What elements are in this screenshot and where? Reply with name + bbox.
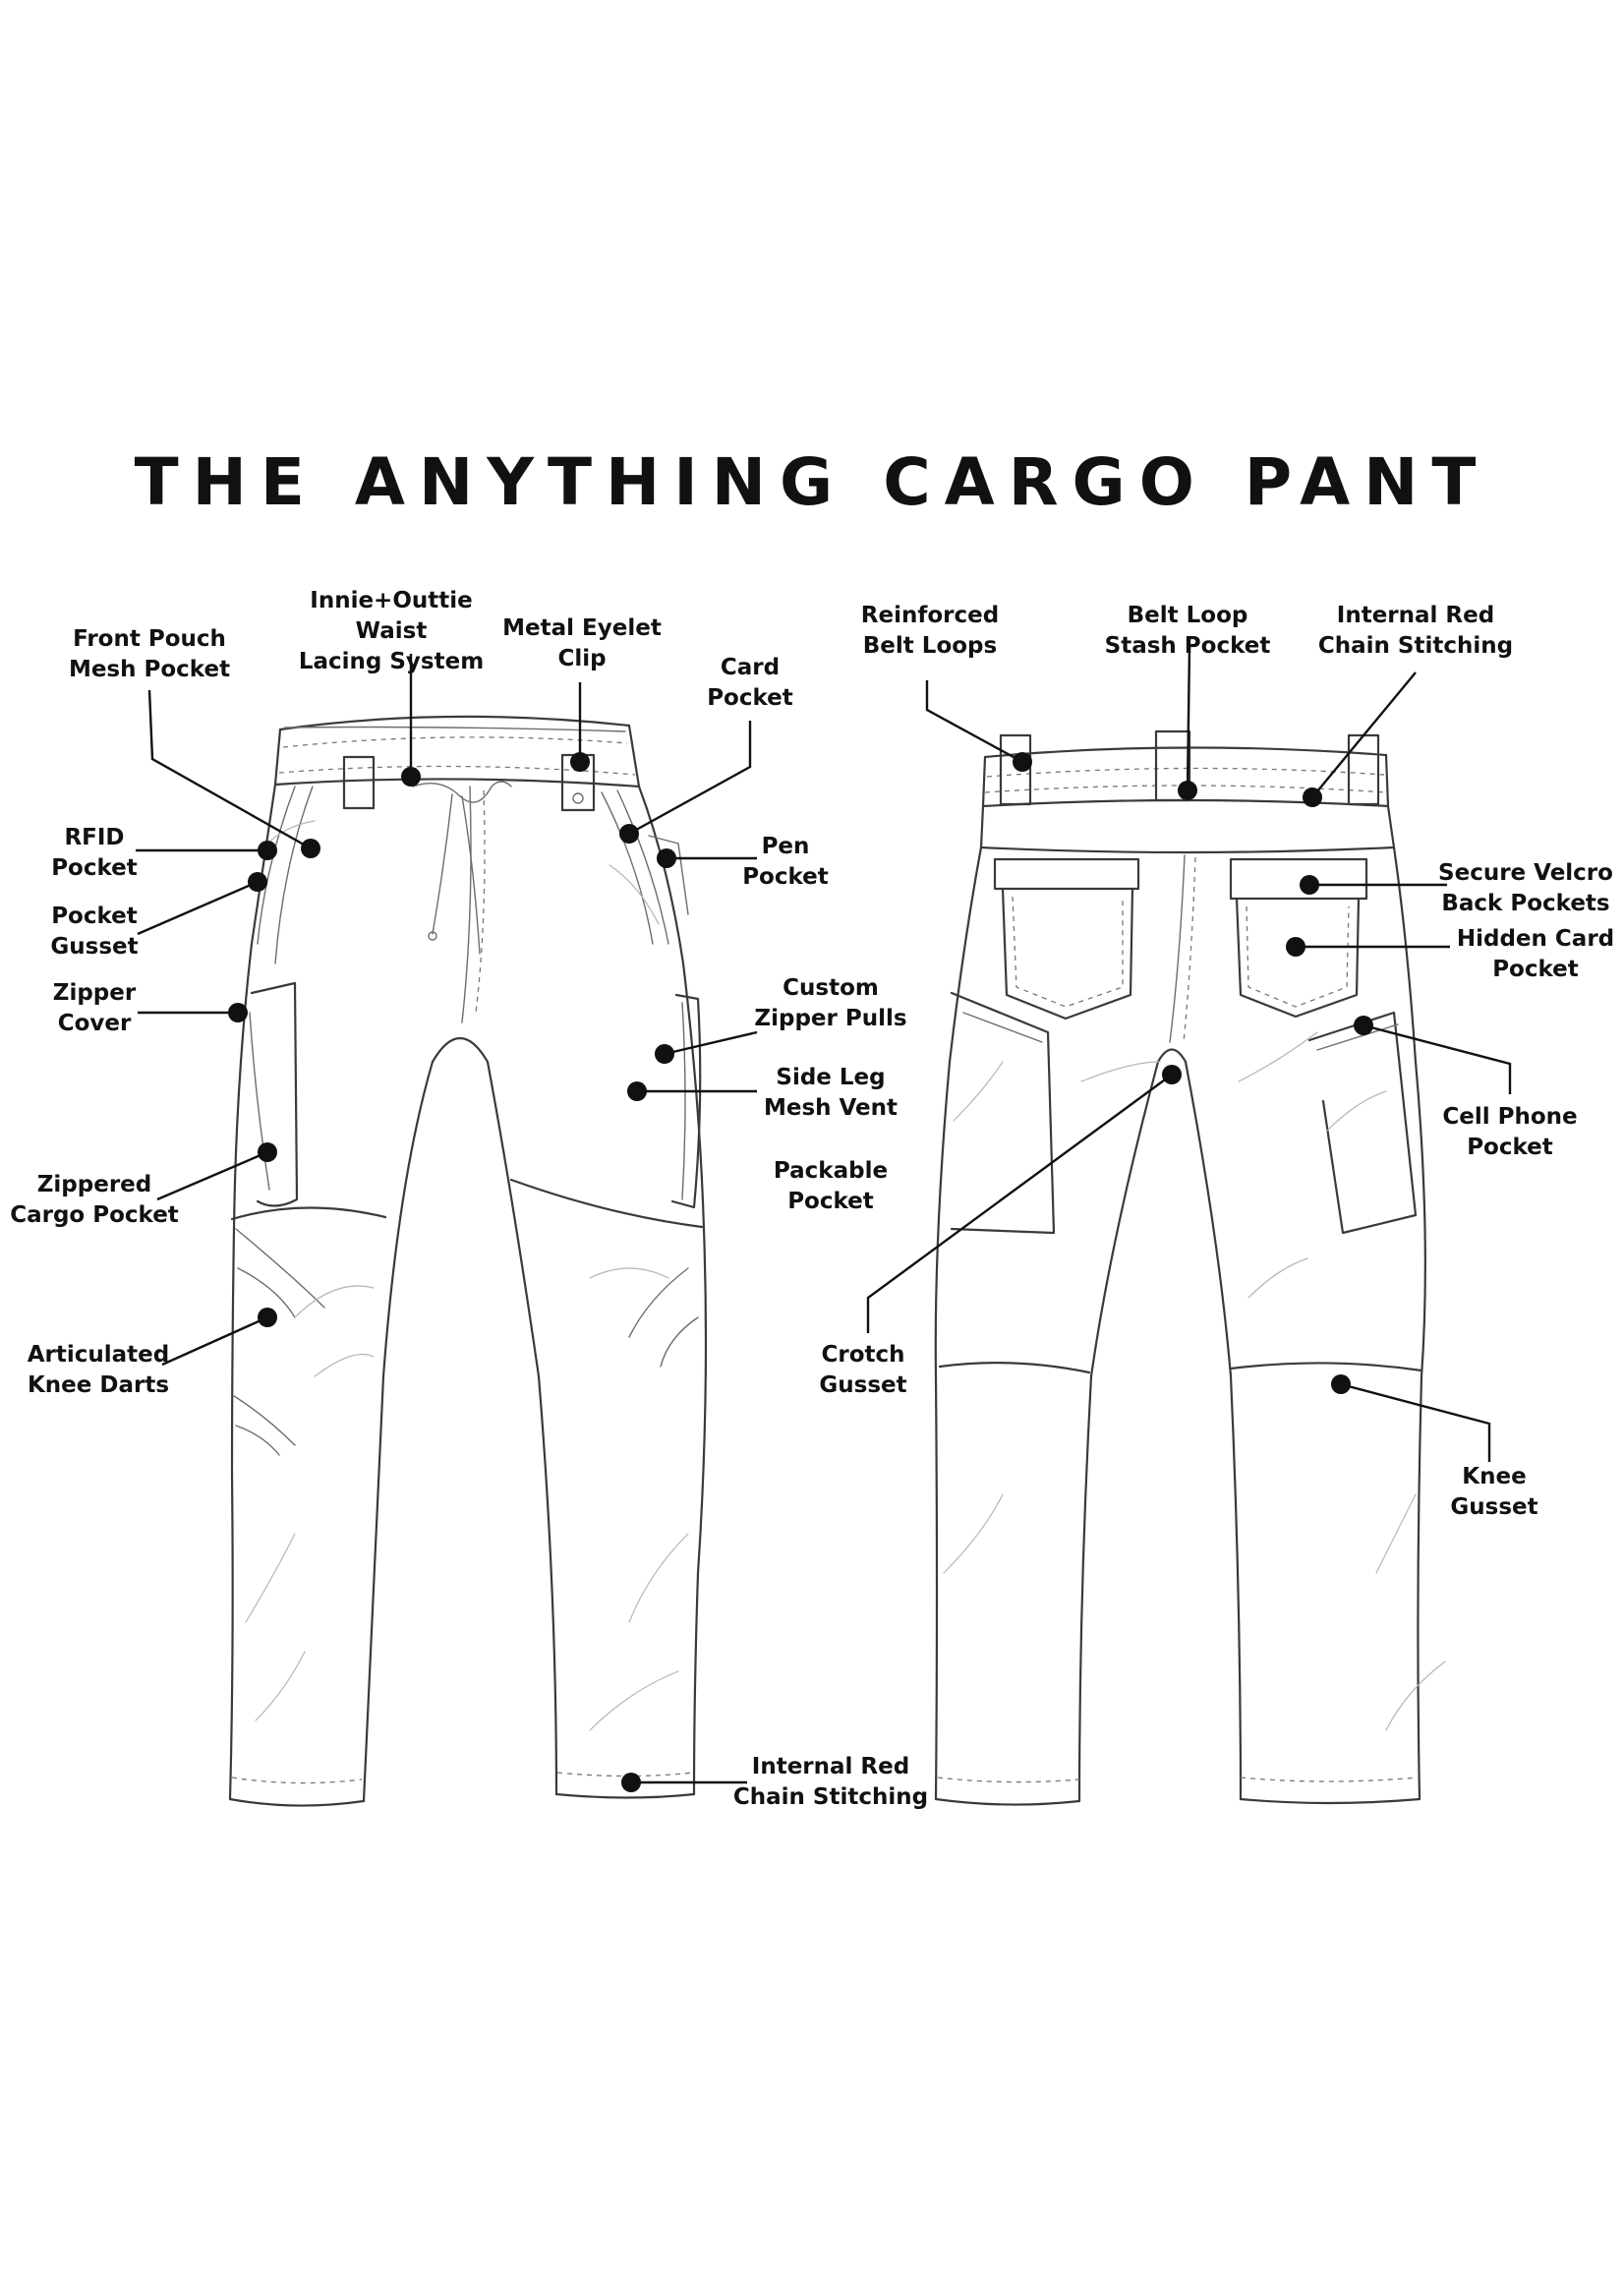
marker-dot bbox=[1331, 1374, 1351, 1394]
marker-dot bbox=[228, 1003, 248, 1022]
callout-custom-zipper-pulls: Custom Zipper Pulls bbox=[754, 975, 907, 1031]
callout-articulated-knee-darts: Articulated Knee Darts bbox=[27, 1342, 170, 1398]
callout-waist-lacing-system: Innie+Outtie Waist Lacing System bbox=[298, 588, 485, 674]
callout-belt-loop-stash-pocket: Belt Loop Stash Pocket bbox=[1104, 603, 1271, 659]
callout-crotch-gusset: Crotch Gusset bbox=[819, 1342, 907, 1398]
callout-cell-phone-pocket: Cell Phone Pocket bbox=[1442, 1104, 1578, 1160]
leader-knee-gusset bbox=[1340, 1382, 1491, 1462]
marker-dot bbox=[258, 1142, 277, 1162]
callout-internal-red-chain-stitching-front: Internal Red Chain Stitching bbox=[732, 1754, 929, 1810]
marker-dot bbox=[627, 1081, 647, 1101]
callout-internal-red-chain-stitching-back: Internal Red Chain Stitching bbox=[1317, 603, 1514, 659]
callout-packable-pocket: Packable Pocket bbox=[773, 1158, 889, 1214]
leader-cell-phone bbox=[1363, 1023, 1512, 1094]
leader-chain-back bbox=[1311, 671, 1417, 798]
leader-zippered-cargo bbox=[156, 1150, 268, 1201]
marker-dot bbox=[570, 752, 590, 772]
marker-dot bbox=[258, 841, 277, 860]
leader-front-pouch bbox=[147, 689, 312, 850]
leader-crotch-gusset bbox=[866, 1074, 1173, 1333]
marker-dot bbox=[655, 1044, 674, 1064]
leader-belt-loops bbox=[925, 680, 1023, 764]
marker-dot bbox=[301, 839, 320, 858]
leader-pocket-gusset bbox=[137, 880, 259, 936]
callout-card-pocket: Card Pocket bbox=[707, 655, 793, 711]
marker-dot bbox=[657, 848, 676, 868]
callout-hidden-card-pocket: Hidden Card Pocket bbox=[1456, 926, 1615, 982]
front-view-sketch bbox=[228, 715, 708, 1807]
back-view-sketch bbox=[934, 729, 1446, 1806]
leader-zipper-pulls bbox=[664, 1030, 758, 1056]
callout-zipper-cover: Zipper Cover bbox=[52, 980, 137, 1036]
diagram-title: THE ANYTHING CARGO PANT bbox=[134, 444, 1490, 520]
marker-dot bbox=[1300, 875, 1319, 895]
callout-leaders bbox=[136, 645, 1512, 1784]
marker-dot bbox=[1178, 781, 1197, 800]
marker-dot bbox=[401, 767, 421, 787]
callout-pocket-gusset: Pocket Gusset bbox=[50, 904, 139, 960]
marker-dot bbox=[1303, 787, 1322, 807]
marker-dot bbox=[1013, 752, 1032, 772]
marker-dot bbox=[619, 824, 639, 844]
marker-dot bbox=[258, 1308, 277, 1327]
callout-zippered-cargo-pocket: Zippered Cargo Pocket bbox=[10, 1172, 179, 1228]
leader-belt-stash bbox=[1186, 645, 1191, 791]
callout-reinforced-belt-loops: Reinforced Belt Loops bbox=[860, 603, 1000, 659]
callout-secure-velcro-back-pockets: Secure Velcro Back Pockets bbox=[1438, 860, 1613, 916]
marker-dot bbox=[1354, 1016, 1373, 1035]
leader-knee-darts bbox=[161, 1315, 268, 1367]
marker-dot bbox=[621, 1773, 641, 1792]
marker-dot bbox=[248, 872, 267, 892]
callout-side-leg-mesh-vent: Side Leg Mesh Vent bbox=[763, 1065, 899, 1121]
callout-pen-pocket: Pen Pocket bbox=[742, 834, 829, 890]
callout-rfid-pocket: RFID Pocket bbox=[51, 825, 138, 881]
leader-card-pocket bbox=[628, 721, 752, 836]
marker-dot bbox=[1162, 1065, 1182, 1084]
callout-metal-eyelet-clip: Metal Eyelet Clip bbox=[502, 615, 662, 671]
callout-front-pouch-mesh-pocket: Front Pouch Mesh Pocket bbox=[68, 626, 231, 682]
callout-knee-gusset: Knee Gusset bbox=[1450, 1464, 1538, 1520]
marker-dot bbox=[1286, 937, 1305, 957]
callout-markers bbox=[228, 752, 1373, 1792]
